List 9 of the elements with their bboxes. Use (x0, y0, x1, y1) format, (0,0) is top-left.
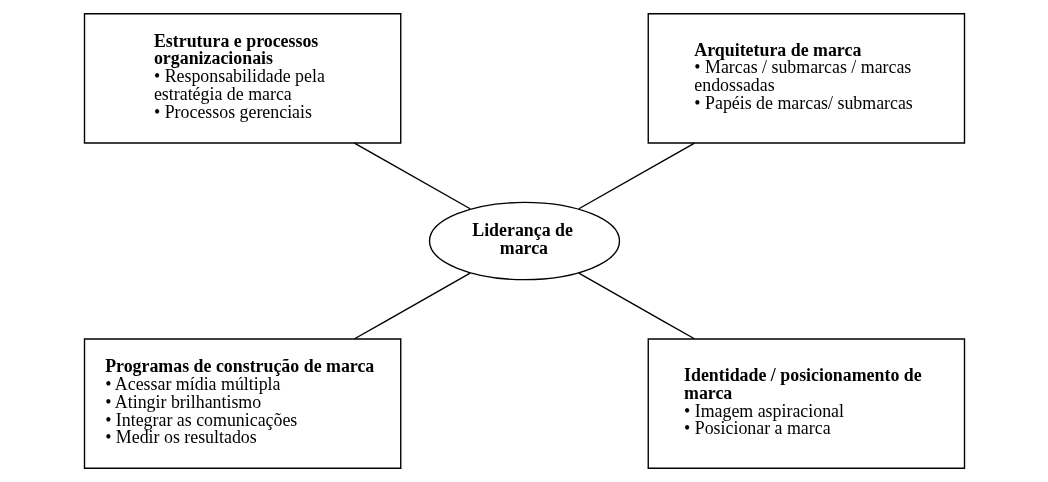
connector (577, 272, 695, 340)
node-box: Estrutura e processos organizacionais • Responsabilidade pela estratégia de marca • Processos gerenciais (83, 13, 401, 144)
connector (353, 142, 471, 210)
node-box: Identidade / posicionamento de marca • Imagem aspiracional • Posicionar a marca (647, 338, 965, 469)
node-box: Arquitetura de marca • Marcas / submarcas / marcas endossadas • Papéis de marcas/ submarcas (647, 13, 965, 144)
node-ellipse: Liderança de marca (428, 201, 620, 281)
node-box: Programas de construção de marca • Acessar mídia múltipla • Atingir brilhantismo • Integrar as comunicações • Medir os resultados (83, 338, 401, 469)
connector (577, 142, 695, 210)
connector (353, 272, 471, 340)
